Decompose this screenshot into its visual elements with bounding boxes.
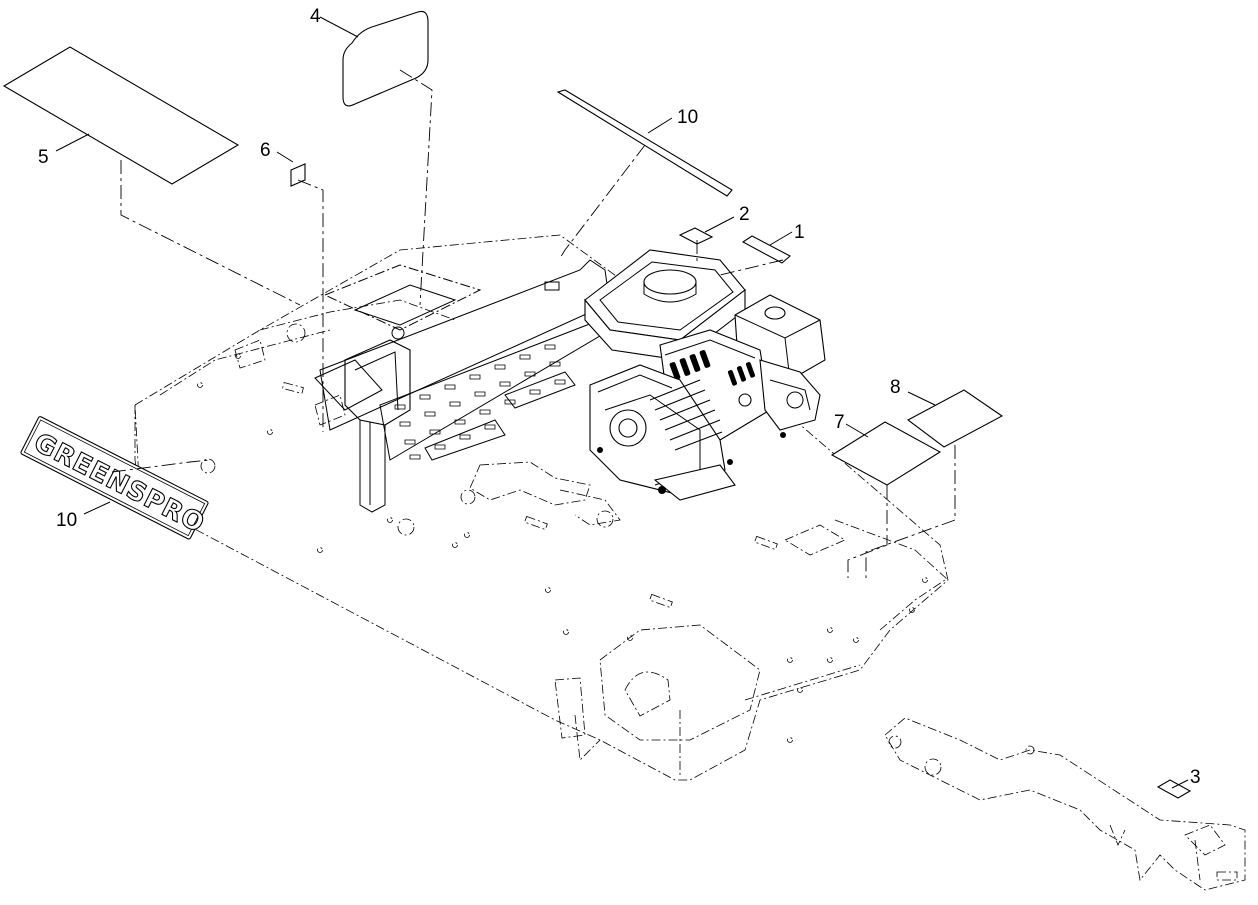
callout-10-left: 10	[56, 510, 77, 531]
callout-5: 5	[38, 147, 49, 168]
greenspro-decal: GREENSPRO	[20, 416, 210, 540]
decal-1	[741, 235, 791, 264]
decal-2	[678, 227, 714, 245]
decal-7	[830, 421, 942, 486]
decal-6	[290, 163, 306, 187]
decal-8	[906, 389, 1004, 448]
callout-leaders	[55, 16, 1189, 789]
callout-1: 1	[794, 222, 805, 243]
placement-lines	[111, 69, 956, 578]
control-tower	[314, 259, 611, 513]
callout-6: 6	[260, 140, 271, 161]
callout-3: 3	[1190, 767, 1201, 788]
engine	[584, 249, 826, 501]
lever-slots	[394, 344, 566, 460]
chassis-frame	[134, 234, 949, 781]
callout-2: 2	[739, 204, 750, 225]
tow-hitch	[884, 717, 1246, 891]
callout-labels: 5 4 6 10 2 1 7 8 3 10	[38, 6, 1201, 788]
decal-3	[1156, 779, 1192, 799]
decal-4	[342, 10, 429, 107]
decal-5	[2, 46, 240, 185]
callout-4: 4	[310, 6, 321, 27]
callout-8: 8	[890, 377, 901, 398]
callout-7: 7	[834, 412, 845, 433]
decal-10-strip	[556, 89, 733, 197]
callout-10-top: 10	[677, 107, 698, 128]
